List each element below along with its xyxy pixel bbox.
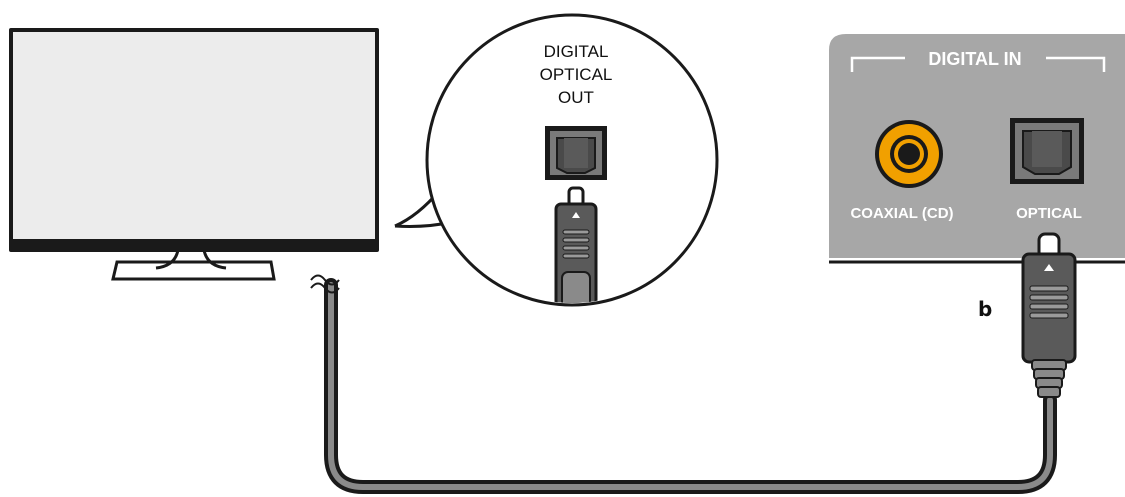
tv-output-label-line3: OUT xyxy=(558,88,594,107)
receiver-panel: DIGITAL IN COAXIAL (CD) OPTICAL xyxy=(829,34,1125,262)
tv-output-label-line1: DIGITAL xyxy=(544,42,609,61)
optical-in-port-icon xyxy=(1010,118,1084,184)
digital-in-title: DIGITAL IN xyxy=(928,49,1021,69)
tv-output-label-line2: OPTICAL xyxy=(540,65,613,84)
coaxial-jack-icon xyxy=(875,120,943,188)
coaxial-label: COAXIAL (CD) xyxy=(850,205,953,222)
optical-plug-receiver-icon xyxy=(1023,234,1075,397)
tv-icon xyxy=(9,28,379,293)
optical-label: OPTICAL xyxy=(1016,205,1082,222)
cable-label: b xyxy=(978,297,992,321)
optical-port-icon xyxy=(545,126,607,180)
tv-terminal-callout: DIGITAL OPTICAL OUT xyxy=(395,15,717,324)
optical-cable xyxy=(331,285,1050,487)
